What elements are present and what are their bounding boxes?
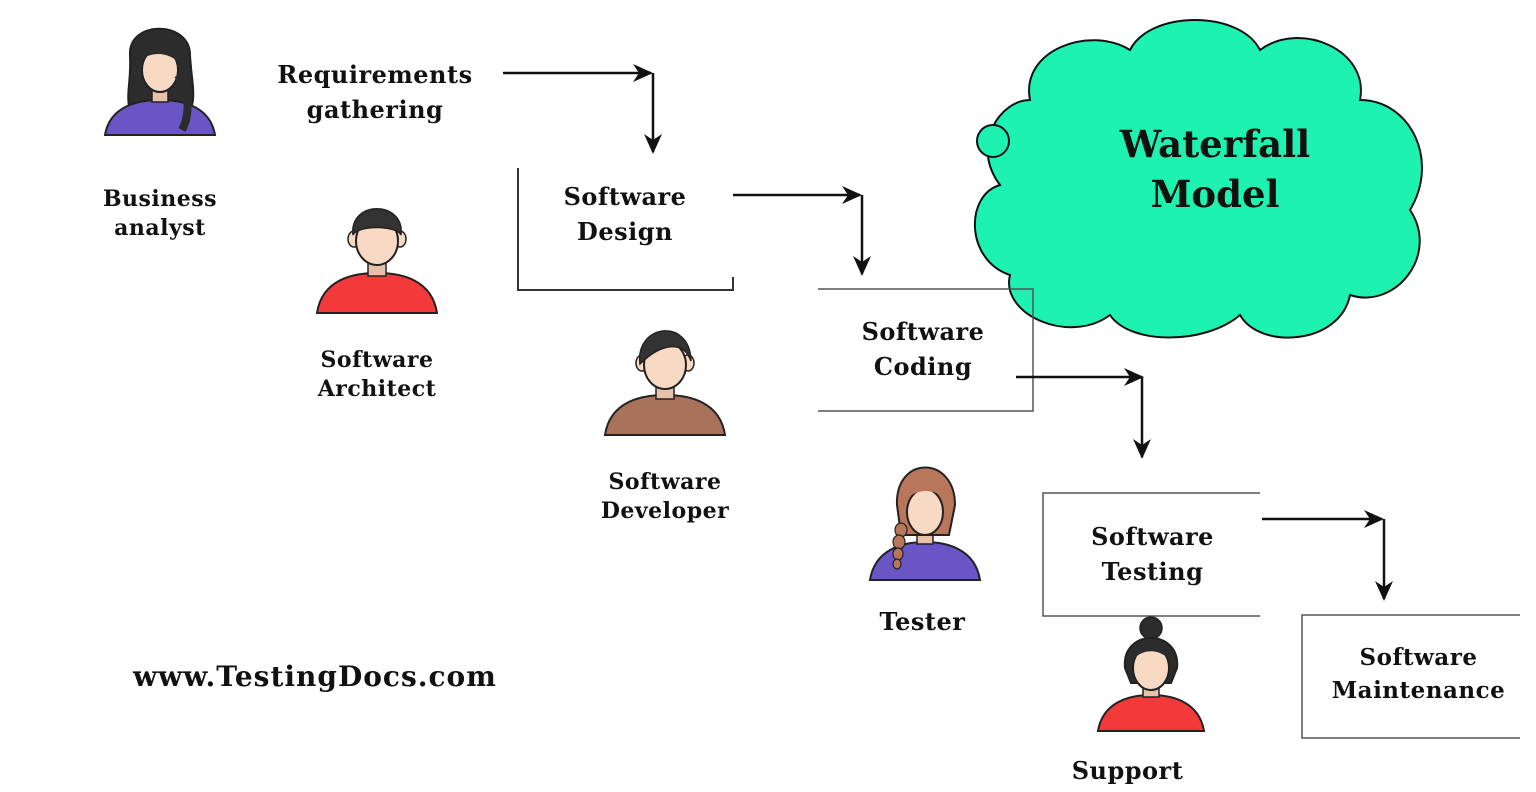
- diagram-title-line1: Waterfall: [1119, 122, 1311, 166]
- diagram-title: Waterfall Model: [1095, 120, 1335, 220]
- role-business-analyst-line1: Business: [102, 186, 218, 212]
- role-architect-label: Software Architect: [292, 346, 462, 403]
- role-tester-line1: Tester: [879, 607, 966, 636]
- stage-coding-line2: Coding: [873, 351, 973, 381]
- diagram-title-line2: Model: [1150, 171, 1280, 216]
- stage-maintenance-line2: Maintenance: [1331, 677, 1506, 705]
- female-user-icon: [103, 27, 217, 136]
- stage-design-line2: Design: [577, 216, 673, 246]
- role-developer-line2: Developer: [600, 497, 730, 524]
- male-user-icon: [603, 330, 727, 436]
- male-user-icon: [315, 208, 439, 314]
- role-architect-line1: Software: [320, 347, 434, 373]
- female-braid-user-icon: [868, 466, 982, 581]
- stage-box-maintenance: [1301, 614, 1520, 739]
- role-business-analyst-label: Business analyst: [80, 185, 240, 242]
- stage-testing-line1: Software: [1091, 522, 1214, 551]
- flow-arrow-3: [1016, 368, 1151, 459]
- role-architect-line2: Architect: [317, 375, 437, 402]
- stage-coding-line1: Software: [861, 317, 985, 346]
- stage-coding-label: Software Coding: [818, 315, 1028, 385]
- role-support-label: Support: [1050, 755, 1205, 786]
- role-developer-line1: Software: [608, 469, 722, 495]
- role-support-line1: Support: [1071, 756, 1184, 785]
- stage-requirements-line1: Requirements: [277, 60, 473, 89]
- stage-design-line1: Software: [563, 182, 687, 211]
- stage-design-label: Software Design: [520, 180, 730, 250]
- title-cloud: [973, 19, 1423, 339]
- role-developer-label: Software Developer: [580, 468, 750, 525]
- stage-maintenance-line1: Software: [1359, 644, 1478, 671]
- stage-testing-line2: Testing: [1101, 556, 1204, 586]
- website-link[interactable]: www.TestingDocs.com: [133, 660, 497, 693]
- stage-maintenance-label: Software Maintenance: [1306, 641, 1531, 708]
- female-bun-user-icon: [1096, 616, 1206, 732]
- flow-arrow-2: [733, 186, 871, 276]
- stage-box-coding: [818, 288, 1034, 412]
- stage-requirements-label: Requirements gathering: [255, 58, 495, 128]
- stage-testing-label: Software Testing: [1045, 520, 1260, 590]
- flow-arrow-4: [1262, 510, 1393, 601]
- stage-box-testing: [1042, 492, 1260, 617]
- flow-arrow-1: [503, 64, 662, 154]
- role-business-analyst-line2: analyst: [114, 214, 206, 241]
- role-tester-label: Tester: [850, 606, 995, 637]
- stage-requirements-line2: gathering: [306, 94, 444, 124]
- stage-box-design: [517, 168, 734, 291]
